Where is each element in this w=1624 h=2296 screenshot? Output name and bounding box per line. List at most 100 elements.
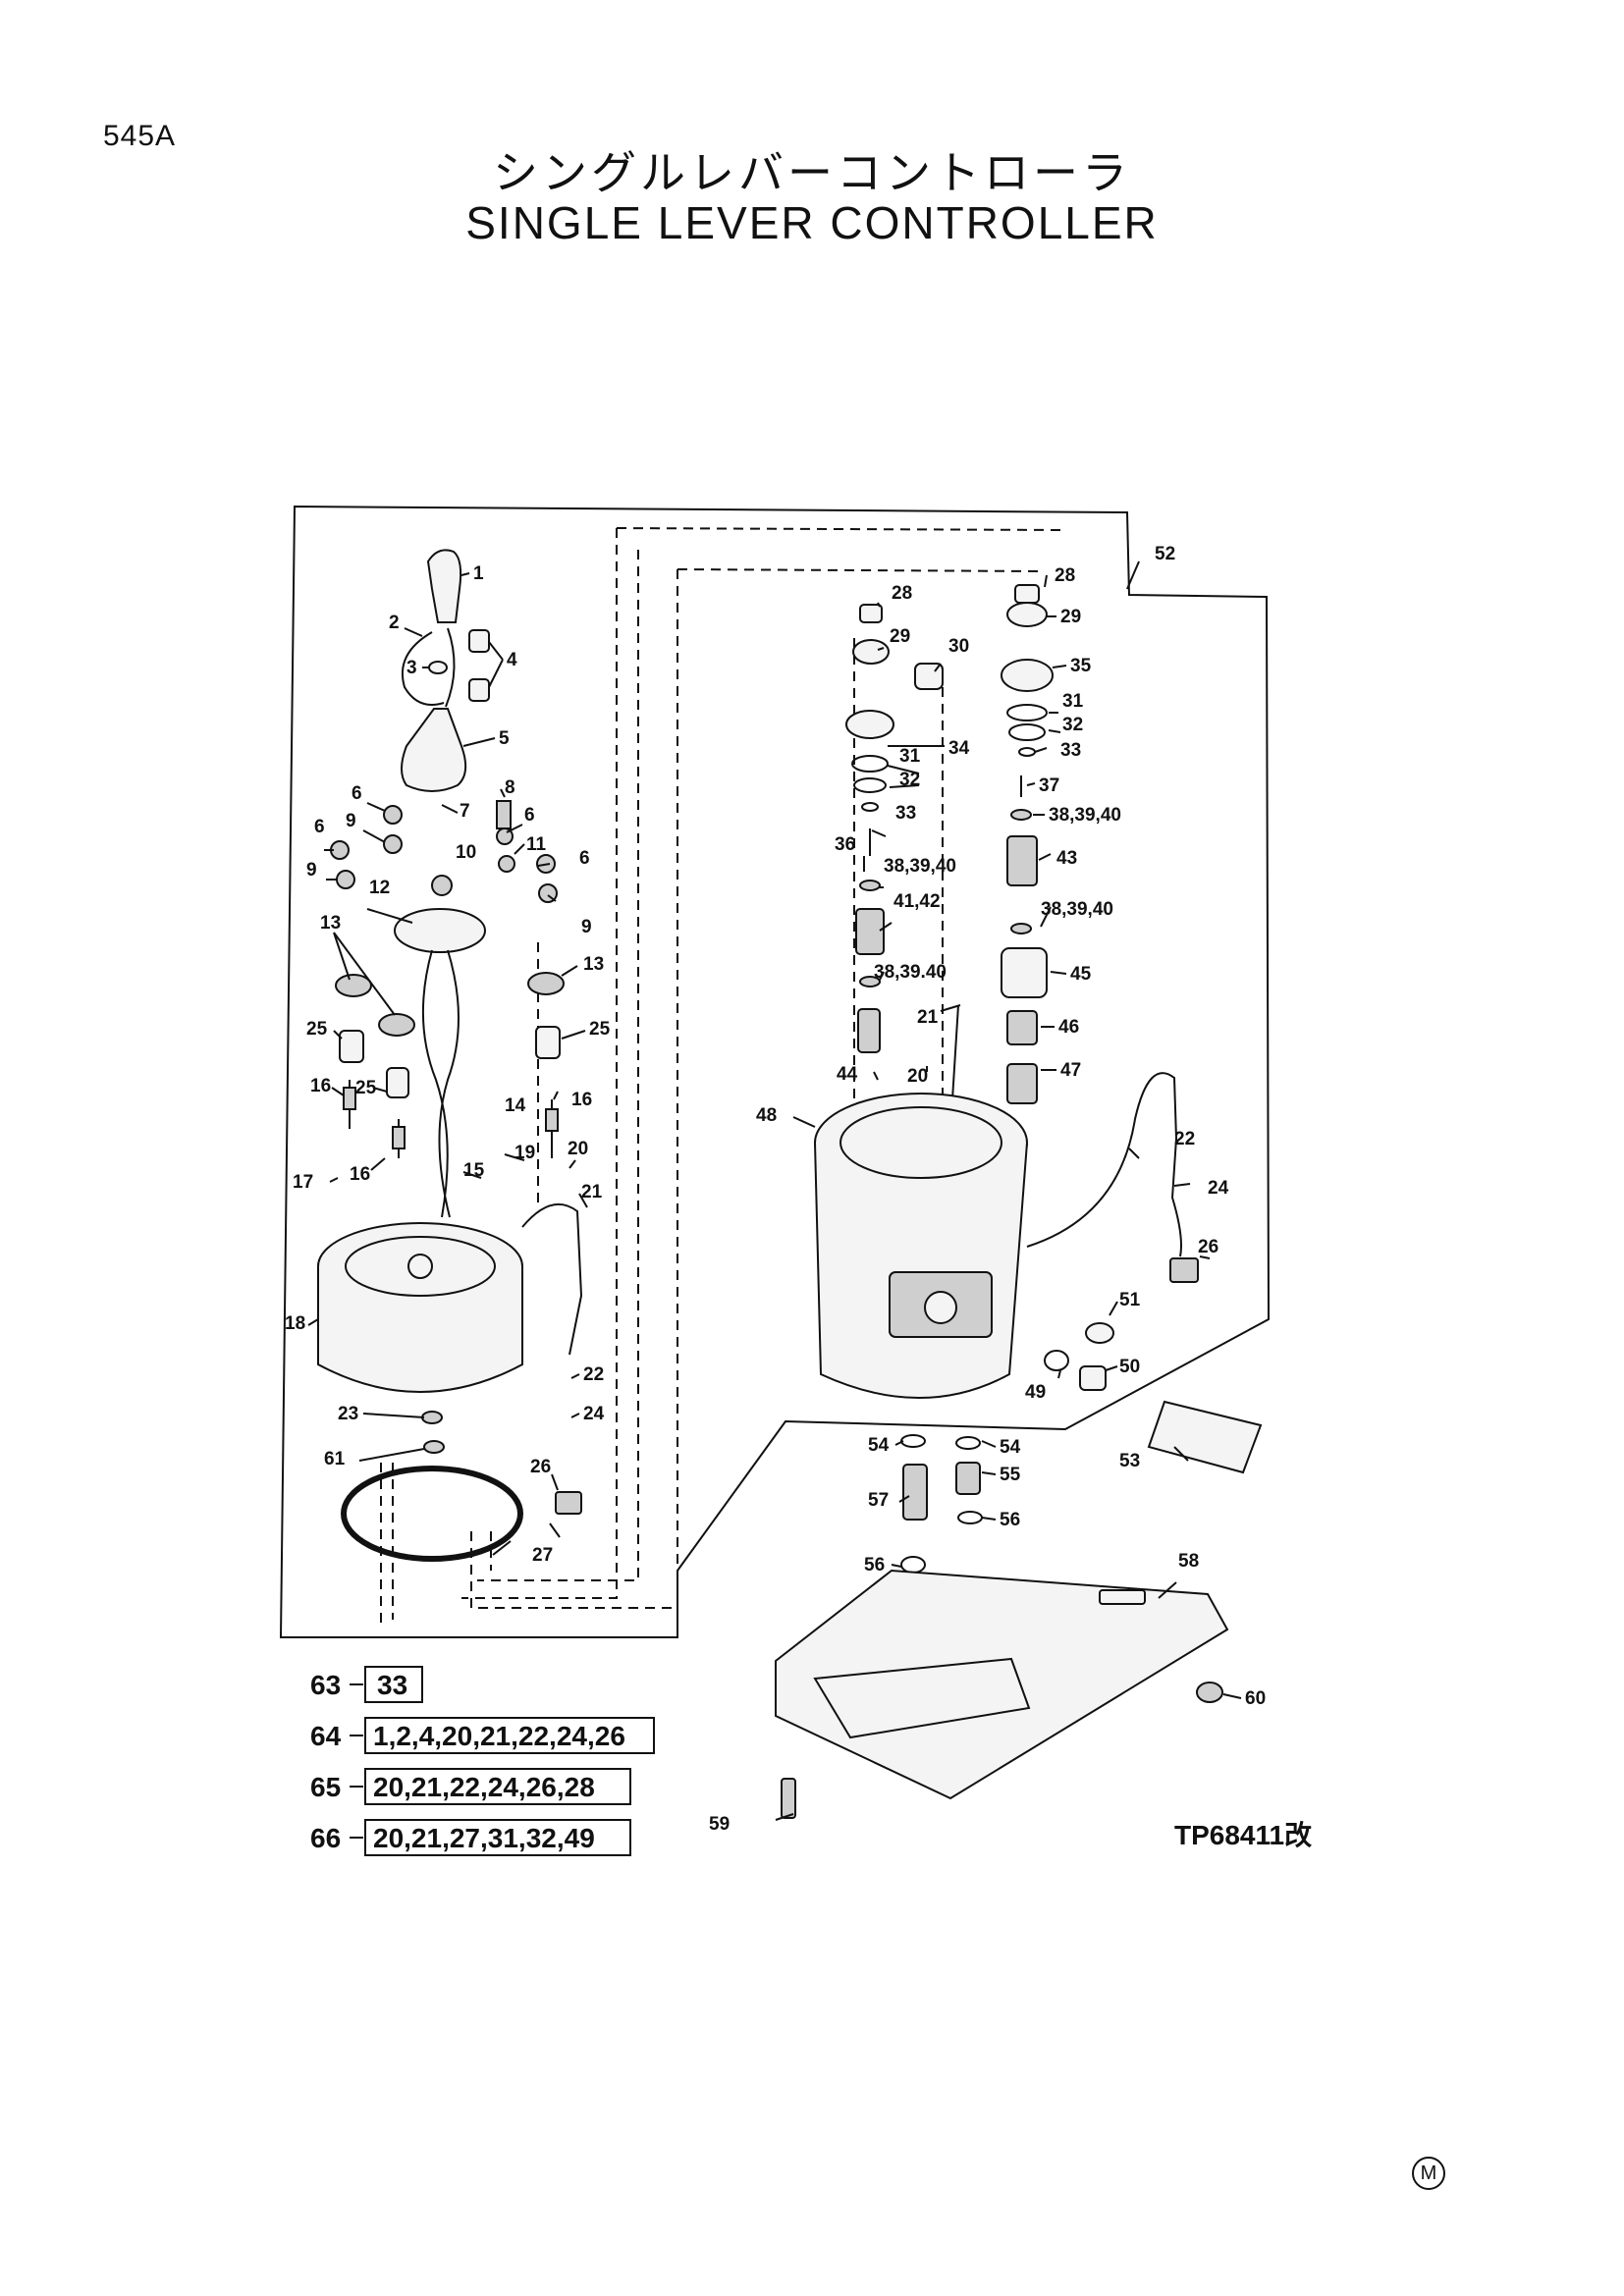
callout-36: 36 [835, 834, 855, 855]
part-housing-18 [317, 1222, 523, 1393]
svg-text:33: 33 [377, 1670, 407, 1700]
callout-3: 3 [406, 658, 417, 678]
callout-20a: 20 [568, 1139, 588, 1159]
callout-44: 44 [837, 1064, 858, 1085]
callout-25a: 25 [306, 1019, 328, 1040]
callout-16a: 16 [310, 1076, 331, 1096]
callout-49: 49 [1025, 1382, 1046, 1403]
callout-1: 1 [473, 563, 484, 584]
callout-18: 18 [285, 1313, 305, 1334]
svg-text:1,2,4,20,21,22,24,26: 1,2,4,20,21,22,24,26 [373, 1721, 625, 1751]
callout-labels: 1 2 3 4 5 6 6 6 6 7 8 9 9 9 10 11 12 13 … [285, 544, 1266, 1835]
callout-13a: 13 [320, 913, 341, 934]
right-column-2-parts [1001, 584, 1054, 1104]
part-spring-8 [496, 800, 512, 829]
callout-26b: 26 [1198, 1237, 1218, 1257]
kit-row: 65 20,21,22,24,26,28 [310, 1768, 631, 1805]
part-connector-26-left [555, 1491, 582, 1515]
callout-9a: 9 [346, 811, 356, 831]
callout-6c: 6 [524, 805, 535, 826]
part-plate-53 [1147, 1400, 1263, 1474]
svg-text:63: 63 [310, 1670, 341, 1700]
callout-2: 2 [389, 613, 400, 633]
callout-46: 46 [1058, 1017, 1079, 1038]
callout-35: 35 [1070, 656, 1092, 676]
callout-23: 23 [338, 1404, 358, 1424]
kit-row: 64 1,2,4,20,21,22,24,26 [310, 1717, 655, 1754]
part-housing-48 [814, 1093, 1028, 1399]
callout-31b: 31 [1062, 691, 1084, 712]
part-oring-27 [341, 1466, 523, 1562]
leader-lines [307, 561, 1242, 1821]
svg-text:20,21,22,24,26,28: 20,21,22,24,26,28 [373, 1772, 595, 1802]
part-nut-61 [423, 1440, 445, 1454]
callout-47: 47 [1060, 1060, 1081, 1081]
kit-row: 66 20,21,27,31,32,49 [310, 1819, 631, 1856]
callout-29b: 29 [1060, 607, 1081, 627]
left-plungers-16 [343, 1080, 559, 1158]
callout-48: 48 [756, 1105, 777, 1126]
callout-21a: 21 [581, 1182, 603, 1202]
callout-51: 51 [1119, 1290, 1141, 1310]
title-japanese: シングルレバーコントローラ [493, 147, 1131, 198]
figure-id: TP68411改 [1174, 1820, 1313, 1850]
svg-text:65: 65 [310, 1772, 341, 1802]
callout-61: 61 [324, 1449, 346, 1469]
callout-58: 58 [1178, 1551, 1199, 1572]
callout-54a: 54 [868, 1435, 890, 1456]
callout-4: 4 [507, 650, 517, 670]
callout-24b: 24 [1208, 1178, 1229, 1199]
part-fittings-54-57 [900, 1434, 983, 1574]
callout-27: 27 [532, 1545, 553, 1566]
part-floor-plate-58 [775, 1569, 1229, 1800]
right-column-1-parts [845, 604, 944, 1053]
callout-38c: 38,39,40 [1041, 899, 1113, 920]
callout-14: 14 [505, 1095, 526, 1116]
callout-41-42: 41,42 [893, 891, 941, 912]
part-bolt-59 [781, 1778, 796, 1819]
callout-5: 5 [499, 728, 510, 749]
part-cable-right [1026, 1072, 1182, 1257]
title-english: SINGLE LEVER CONTROLLER [465, 197, 1159, 248]
callout-6a: 6 [352, 783, 362, 804]
callout-30: 30 [948, 636, 969, 657]
callout-11: 11 [526, 834, 547, 855]
callout-33b: 33 [1060, 740, 1081, 761]
callout-29a: 29 [890, 626, 910, 647]
part-nut-60 [1196, 1682, 1223, 1703]
callout-20b: 20 [907, 1066, 928, 1087]
callout-6b: 6 [314, 817, 325, 837]
part-nut-10 [431, 875, 453, 896]
left-guides-25 [339, 1026, 561, 1098]
callout-52: 52 [1155, 544, 1175, 564]
part-cap-4b [468, 678, 490, 702]
callout-22b: 22 [1174, 1129, 1195, 1149]
callout-24a: 24 [583, 1404, 605, 1424]
callout-17: 17 [293, 1172, 313, 1193]
part-cap-4a [468, 629, 490, 653]
callout-26a: 26 [530, 1457, 551, 1477]
callout-60: 60 [1245, 1688, 1266, 1709]
callout-54b: 54 [1000, 1437, 1021, 1458]
page-code: 545A [103, 120, 177, 152]
svg-text:66: 66 [310, 1823, 341, 1853]
part-boot-5 [401, 708, 467, 792]
callout-19: 19 [514, 1143, 535, 1163]
callout-25b: 25 [355, 1078, 377, 1098]
callout-16b: 16 [350, 1164, 370, 1185]
corner-mark: M [1412, 2157, 1445, 2190]
callout-43: 43 [1056, 848, 1077, 869]
left-rings-13 [335, 972, 565, 1037]
callout-13b: 13 [583, 954, 604, 975]
callout-37: 37 [1039, 775, 1059, 796]
callout-22a: 22 [583, 1364, 604, 1385]
callout-56a: 56 [1000, 1510, 1020, 1530]
part-harness-2 [401, 627, 456, 708]
callout-25c: 25 [589, 1019, 611, 1040]
callout-33a: 33 [895, 803, 916, 824]
part-plate-12 [394, 908, 486, 953]
callout-53: 53 [1119, 1451, 1140, 1471]
part-plugs-49-51 [1044, 1322, 1114, 1391]
callout-7: 7 [460, 801, 470, 822]
